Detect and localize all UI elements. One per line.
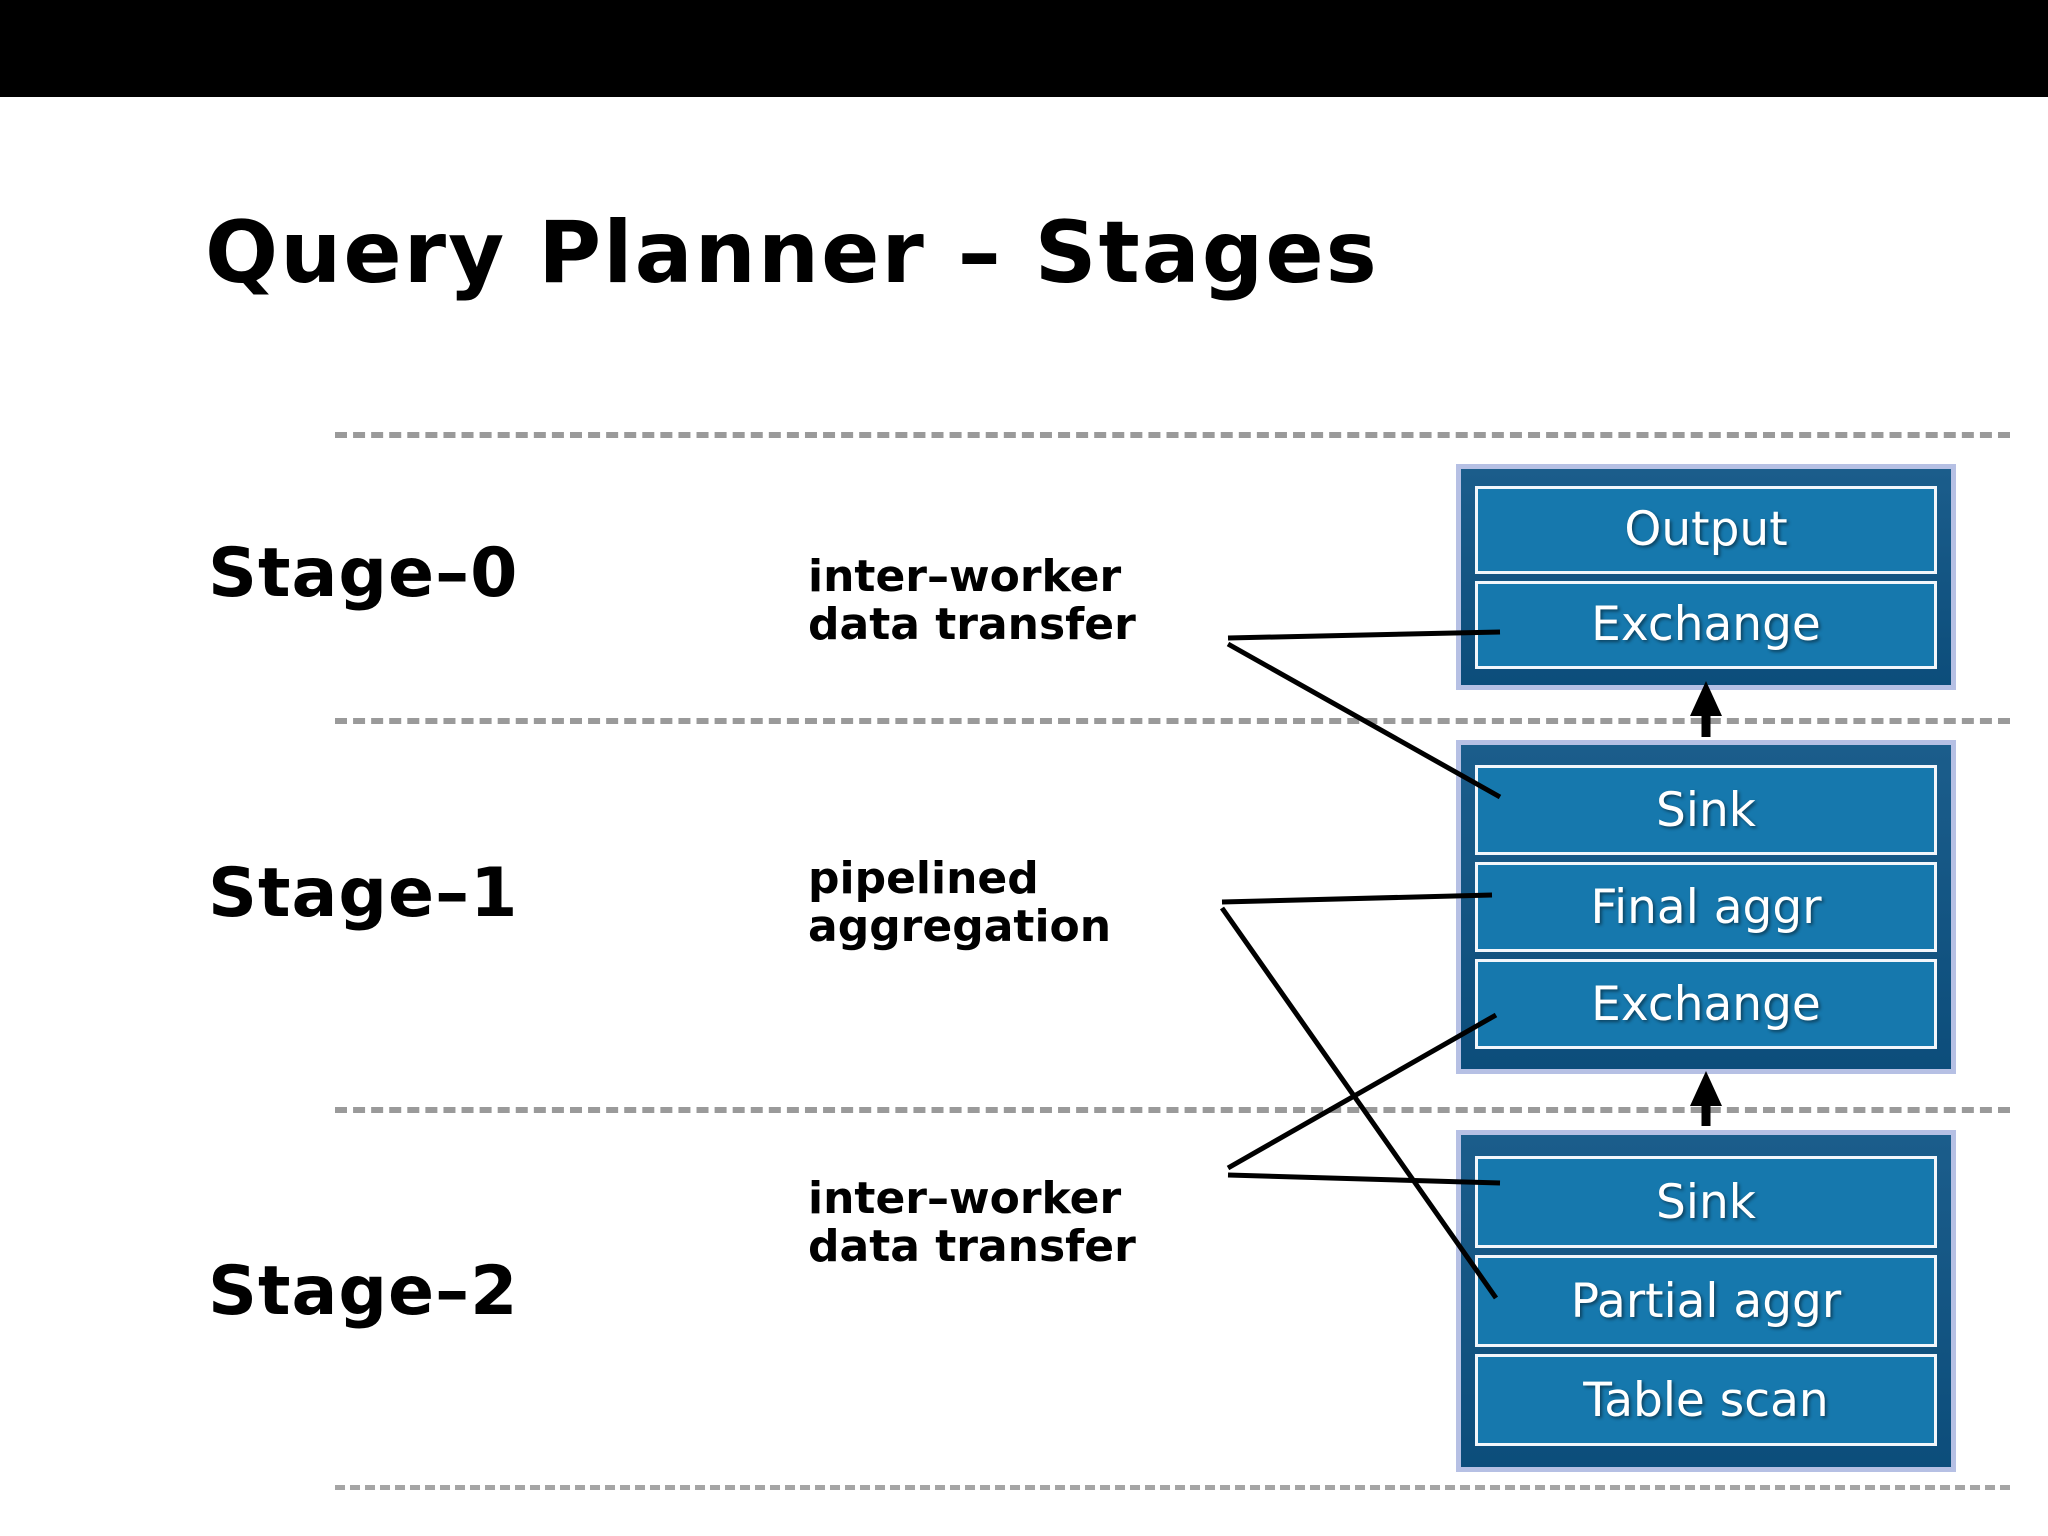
- stage-box-1[interactable]: Sink Final aggr Exchange: [1456, 740, 1956, 1074]
- operator-table-scan[interactable]: Table scan: [1475, 1354, 1937, 1446]
- stage-separator-bottom: [335, 1485, 2010, 1490]
- operator-sink[interactable]: Sink: [1475, 765, 1937, 855]
- stage-separator-top: [335, 432, 2010, 438]
- operator-output[interactable]: Output: [1475, 485, 1937, 574]
- annotation-line-2: data transfer: [808, 598, 1136, 650]
- stage-label-2: Stage–2: [208, 1252, 519, 1331]
- annotation-inter-worker-top: inter–worker data transfer: [808, 553, 1136, 648]
- stage-separator-1-2: [335, 1107, 2010, 1113]
- annotation-inter-worker-bottom: inter–worker data transfer: [808, 1175, 1136, 1270]
- annotation-line-1: inter–worker: [808, 551, 1122, 602]
- operator-exchange[interactable]: Exchange: [1475, 959, 1937, 1049]
- annotation-pipelined-aggregation: pipelined aggregation: [808, 855, 1111, 950]
- annotation-line-2: aggregation: [808, 900, 1112, 952]
- annotation-line-1: inter–worker: [808, 1173, 1122, 1224]
- page-title: Query Planner – Stages: [205, 203, 1379, 303]
- letterbox-top-bar: [0, 0, 2048, 97]
- annotation-line-2: data transfer: [808, 1220, 1136, 1272]
- flow-arrow-stage2-to-stage1: [1690, 1071, 1722, 1126]
- stage-box-0[interactable]: Output Exchange: [1456, 464, 1956, 690]
- operator-sink[interactable]: Sink: [1475, 1156, 1937, 1248]
- stage-label-0: Stage–0: [208, 534, 519, 613]
- annotation-line-1: pipelined: [808, 853, 1039, 904]
- operator-final-aggr[interactable]: Final aggr: [1475, 862, 1937, 952]
- connector-line-pipelined-to-partial-aggr: [1219, 906, 1499, 1300]
- operator-exchange[interactable]: Exchange: [1475, 580, 1937, 669]
- stage-label-1: Stage–1: [208, 854, 519, 933]
- stage-box-2[interactable]: Sink Partial aggr Table scan: [1456, 1130, 1956, 1472]
- stage-separator-0-1: [335, 718, 2010, 724]
- operator-partial-aggr[interactable]: Partial aggr: [1475, 1255, 1937, 1347]
- connector-line-pipelined-to-final-aggr: [1221, 892, 1493, 905]
